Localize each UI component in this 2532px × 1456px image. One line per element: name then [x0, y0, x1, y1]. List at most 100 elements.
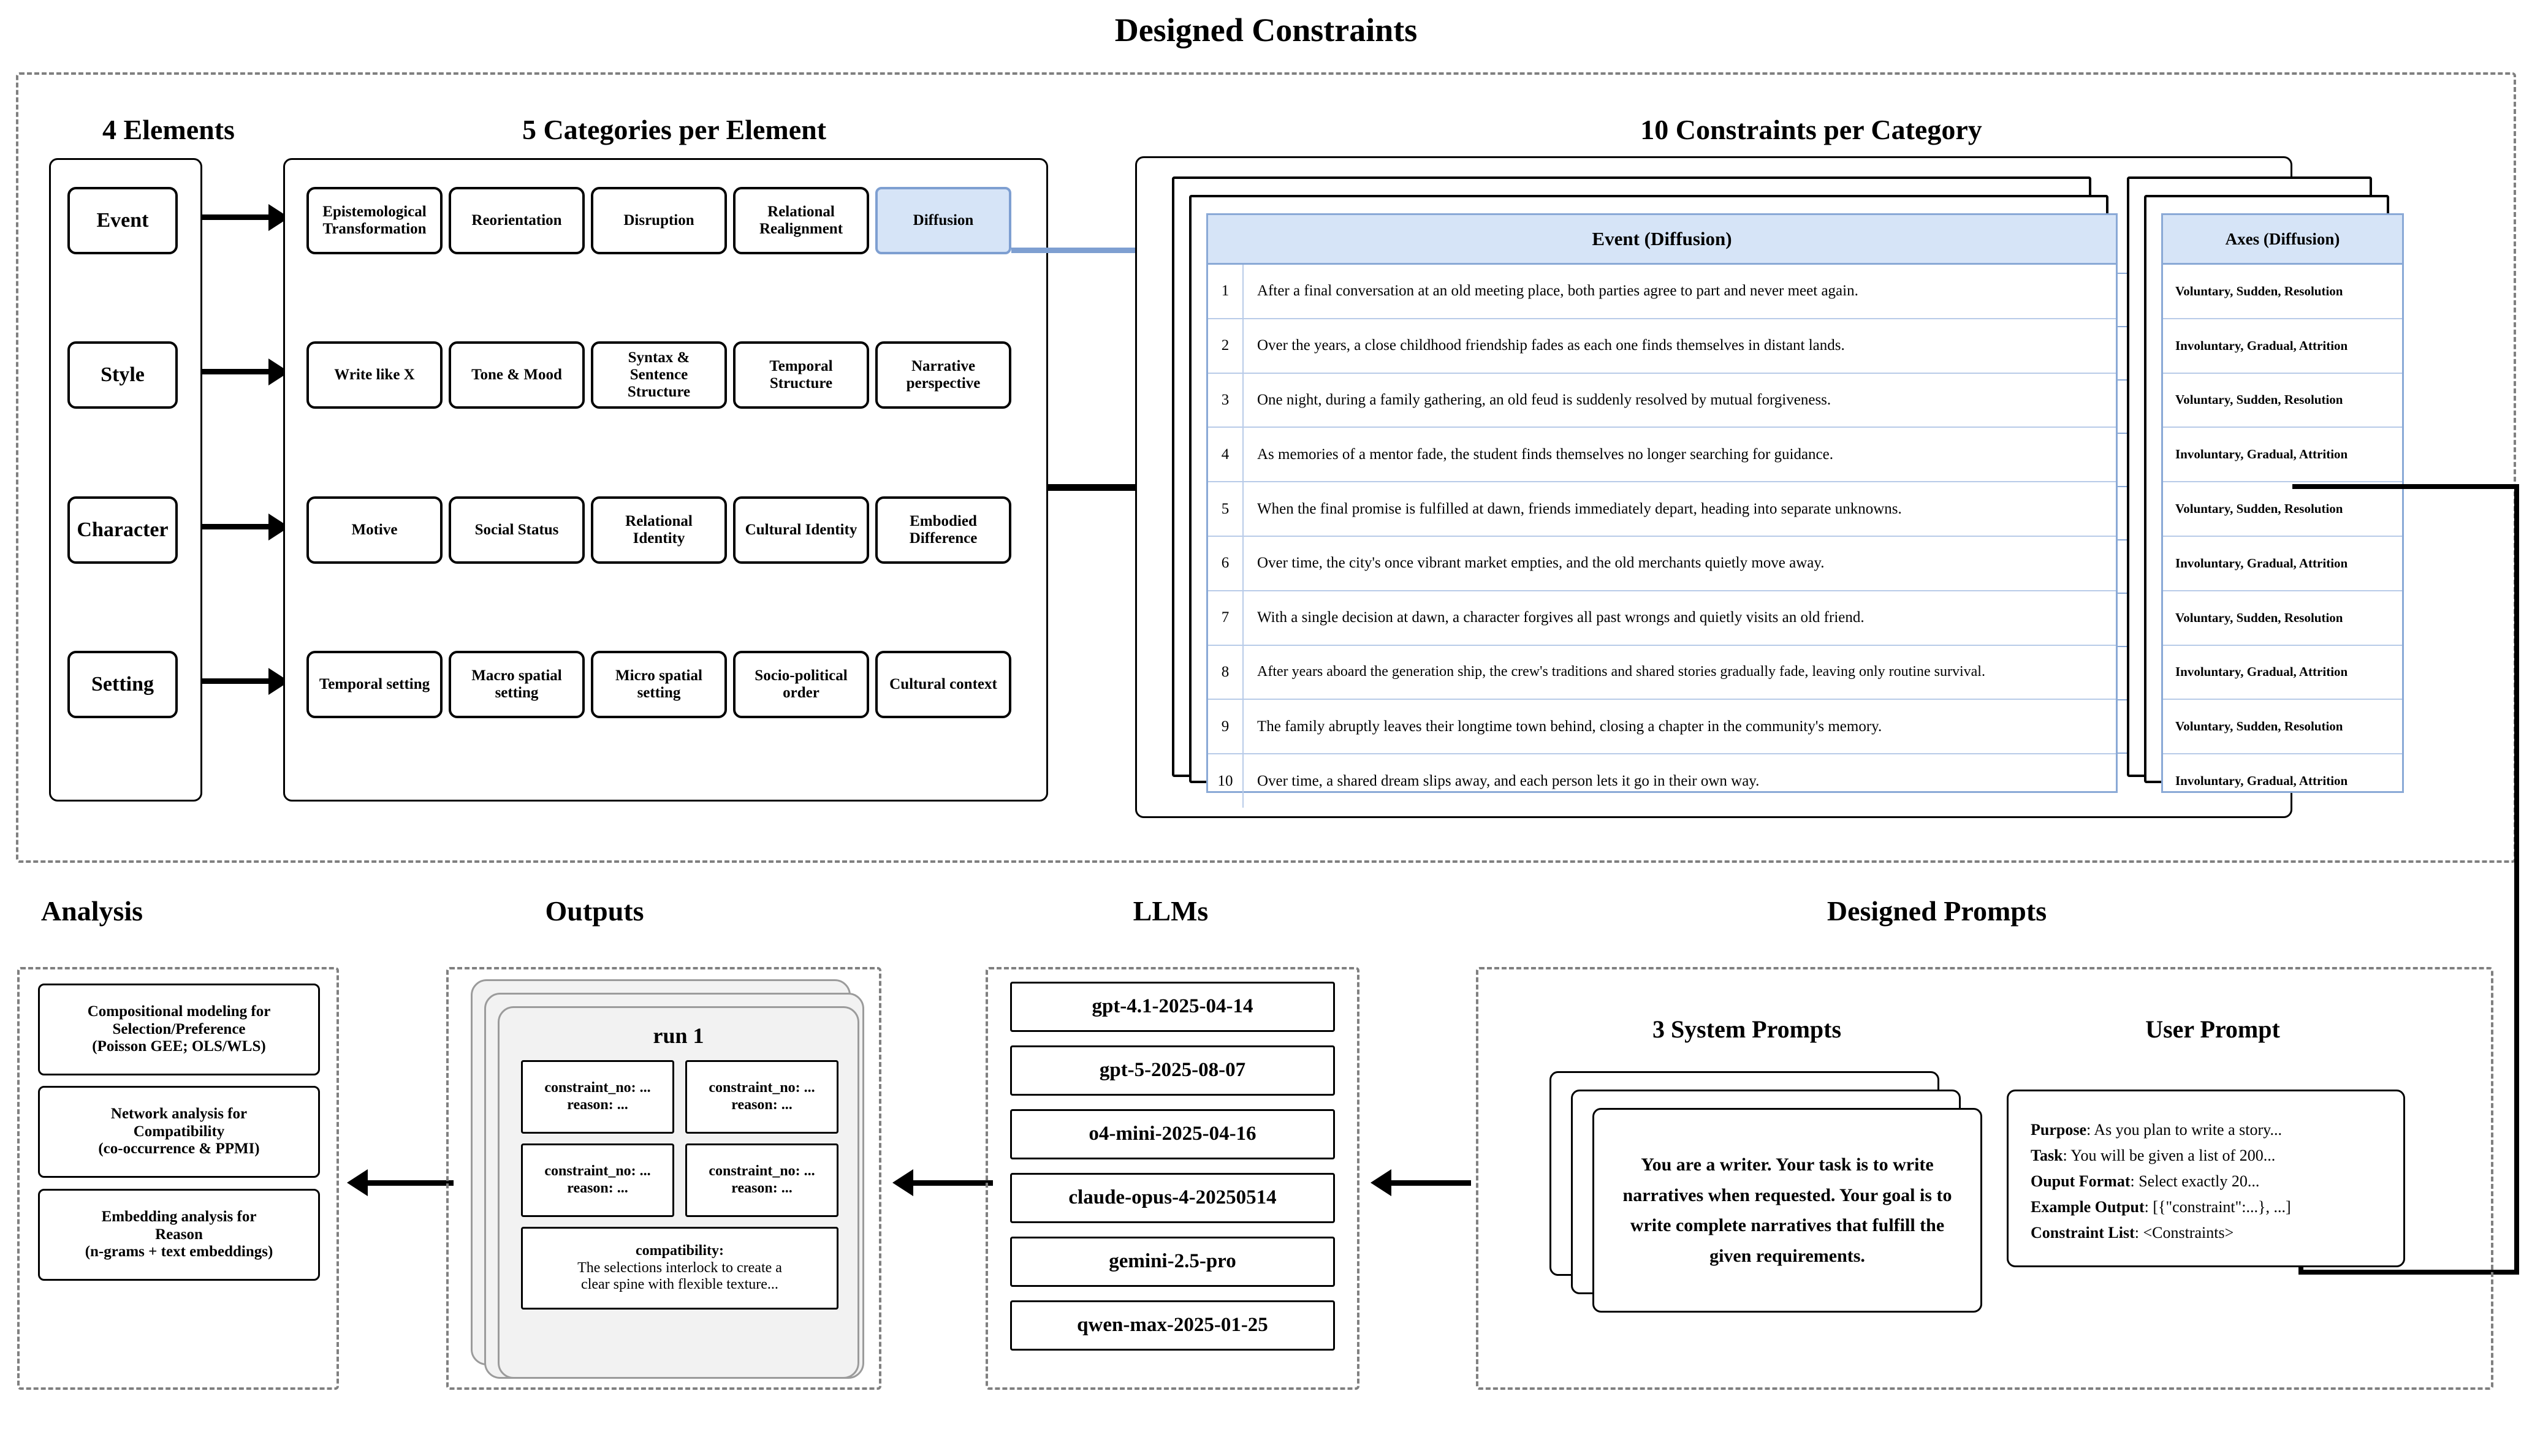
list-item[interactable]: Involuntary, Gradual, Attrition	[2163, 646, 2402, 700]
table-row[interactable]: 7 With a single decision at dawn, a char…	[1208, 591, 2116, 646]
category-box-cultural-identity[interactable]: Cultural Identity	[733, 496, 869, 564]
row-text: Over time, a shared dream slips away, an…	[1257, 772, 1760, 789]
user-prompt-line: Purpose: As you plan to write a story...	[2031, 1117, 2381, 1143]
list-item[interactable]: Involuntary, Gradual, Attrition	[2175, 773, 2348, 789]
constraint-no-label: constraint_no: ...	[544, 1163, 651, 1180]
element-box-character[interactable]: Character	[67, 496, 178, 564]
category-box-macro-spatial-setting[interactable]: Macro spatial setting	[449, 651, 585, 718]
compatibility-line: The selections interlock to create a	[577, 1259, 782, 1276]
feedback-loop-right	[2514, 484, 2519, 1275]
analysis-line: Compatibility	[133, 1123, 225, 1140]
table-row[interactable]: 6 Over time, the city's once vibrant mar…	[1208, 536, 2116, 591]
system-prompts-heading: 3 System Prompts	[1652, 1015, 1842, 1043]
table-row[interactable]: 8 After years aboard the generation ship…	[1208, 645, 2116, 700]
category-box-relational-realignment[interactable]: Relational Realignment	[733, 187, 869, 254]
reason-label: reason: ...	[731, 1097, 793, 1113]
system-prompt-card-front[interactable]: You are a writer. Your task is to write …	[1592, 1108, 1982, 1313]
element-box-event[interactable]: Event	[67, 187, 178, 254]
row-text: With a single decision at dawn, a charac…	[1257, 609, 1865, 626]
row-text: As memories of a mentor fade, the studen…	[1257, 446, 1834, 463]
category-box-motive[interactable]: Motive	[306, 496, 443, 564]
arrow-categories-to-constraints	[1048, 484, 1140, 491]
category-box-epistemological-transformation[interactable]: Epistemological Transformation	[306, 187, 443, 254]
element-box-setting[interactable]: Setting	[67, 651, 178, 718]
list-item[interactable]: Voluntary, Sudden, Resolution	[2163, 482, 2402, 537]
category-box-disruption[interactable]: Disruption	[591, 187, 727, 254]
run-label: run 1	[653, 1023, 704, 1048]
user-prompt-line: Constraint List: <Constraints>	[2031, 1220, 2381, 1246]
category-box-reorientation[interactable]: Reorientation	[449, 187, 585, 254]
category-box-cultural-context[interactable]: Cultural context	[875, 651, 1011, 718]
run-cell-3[interactable]: constraint_no: ... reason: ...	[521, 1143, 674, 1217]
category-box-tone-and-mood[interactable]: Tone & Mood	[449, 341, 585, 409]
category-box-embodied-difference[interactable]: Embodied Difference	[875, 496, 1011, 564]
table-row[interactable]: 10 Over time, a shared dream slips away,…	[1208, 754, 2116, 808]
reason-label: reason: ...	[731, 1180, 793, 1196]
user-prompt-label: Ouput Format	[2031, 1172, 2131, 1191]
category-box-syntax-sentence-structure[interactable]: Syntax & Sentence Structure	[591, 341, 727, 409]
row-number: 8	[1208, 645, 1244, 699]
category-box-diffusion[interactable]: Diffusion	[875, 187, 1011, 254]
llm-item-claude-opus-4[interactable]: claude-opus-4-20250514	[1010, 1173, 1335, 1223]
list-item[interactable]: Involuntary, Gradual, Attrition	[2163, 428, 2402, 483]
ten-constraints-heading: 10 Constraints per Category	[1640, 114, 1982, 145]
category-box-temporal-structure[interactable]: Temporal Structure	[733, 341, 869, 409]
analysis-box-embedding-analysis[interactable]: Embedding analysis for Reason (n-grams +…	[38, 1189, 320, 1281]
llm-item-gpt-4-1[interactable]: gpt-4.1-2025-04-14	[1010, 982, 1335, 1032]
table-row[interactable]: 4 As memories of a mentor fade, the stud…	[1208, 428, 2116, 483]
category-box-write-like-x[interactable]: Write like X	[306, 341, 443, 409]
analysis-line: Selection/Preference	[112, 1020, 246, 1037]
row-text: One night, during a family gathering, an…	[1257, 391, 1831, 408]
user-prompt-value: : As you plan to write a story...	[2086, 1121, 2282, 1139]
compatibility-cell[interactable]: compatibility: The selections interlock …	[521, 1227, 838, 1310]
user-prompt-box[interactable]: Purpose: As you plan to write a story...…	[2007, 1090, 2405, 1267]
analysis-box-network-analysis[interactable]: Network analysis for Compatibility (co-o…	[38, 1086, 320, 1178]
run-cell-1[interactable]: constraint_no: ... reason: ...	[521, 1060, 674, 1134]
category-box-socio-political-order[interactable]: Socio-political order	[733, 651, 869, 718]
user-prompt-label: Constraint List	[2031, 1224, 2135, 1242]
category-box-relational-identity[interactable]: Relational Identity	[591, 496, 727, 564]
arrow-setting-to-categories	[202, 678, 270, 684]
list-item[interactable]: Voluntary, Sudden, Resolution	[2163, 265, 2402, 319]
list-item[interactable]: Voluntary, Sudden, Resolution	[2163, 700, 2402, 755]
table-row[interactable]: 2 Over the years, a close childhood frie…	[1208, 319, 2116, 374]
analysis-box-compositional-modeling[interactable]: Compositional modeling for Selection/Pre…	[38, 984, 320, 1075]
arrow-prompts-to-llms	[1391, 1180, 1471, 1186]
list-item[interactable]: Voluntary, Sudden, Resolution	[2163, 374, 2402, 428]
llm-item-qwen-max[interactable]: qwen-max-2025-01-25	[1010, 1300, 1335, 1351]
llm-item-gpt-5[interactable]: gpt-5-2025-08-07	[1010, 1045, 1335, 1096]
element-box-style[interactable]: Style	[67, 341, 178, 409]
arrow-event-to-categories	[202, 214, 270, 220]
axes-table-body: Voluntary, Sudden, Resolution Involuntar…	[2163, 265, 2402, 808]
analysis-line: (co-occurrence & PPMI)	[98, 1140, 260, 1158]
reason-label: reason: ...	[567, 1097, 628, 1113]
llm-item-gemini-2-5-pro[interactable]: gemini-2.5-pro	[1010, 1237, 1335, 1287]
row-number: 4	[1208, 428, 1244, 482]
run-cell-2[interactable]: constraint_no: ... reason: ...	[685, 1060, 838, 1134]
list-item[interactable]: Involuntary, Gradual, Attrition	[2163, 537, 2402, 591]
category-box-micro-spatial-setting[interactable]: Micro spatial setting	[591, 651, 727, 718]
compatibility-line: clear spine with flexible texture...	[581, 1276, 778, 1293]
table-row[interactable]: 3 One night, during a family gathering, …	[1208, 373, 2116, 428]
table-row[interactable]: 5 When the final promise is fulfilled at…	[1208, 482, 2116, 537]
user-prompt-label: Purpose	[2031, 1121, 2086, 1139]
llm-item-o4-mini[interactable]: o4-mini-2025-04-16	[1010, 1109, 1335, 1159]
list-item[interactable]: Voluntary, Sudden, Resolution	[2163, 591, 2402, 646]
arrow-outputs-to-analysis	[368, 1180, 454, 1186]
event-table-header: Event (Diffusion)	[1208, 215, 2116, 265]
table-row[interactable]: 9 The family abruptly leaves their longt…	[1208, 700, 2116, 755]
category-box-narrative-perspective[interactable]: Narrative perspective	[875, 341, 1011, 409]
arrowhead-outputs-to-analysis	[347, 1169, 368, 1196]
four-elements-heading: 4 Elements	[102, 114, 235, 145]
analysis-line: Network analysis for	[110, 1105, 248, 1122]
analysis-line: Embedding analysis for	[101, 1208, 257, 1225]
category-box-social-status[interactable]: Social Status	[449, 496, 585, 564]
category-box-temporal-setting[interactable]: Temporal setting	[306, 651, 443, 718]
run-cell-4[interactable]: constraint_no: ... reason: ...	[685, 1143, 838, 1217]
row-number: 5	[1208, 482, 1244, 536]
user-prompt-line: Ouput Format: Select exactly 20...	[2031, 1169, 2381, 1194]
list-item[interactable]: Involuntary, Gradual, Attrition	[2163, 319, 2402, 374]
system-prompt-text: You are a writer. Your task is to write …	[1622, 1155, 1952, 1266]
table-row[interactable]: 1 After a final conversation at an old m…	[1208, 265, 2116, 319]
row-text: When the final promise is fulfilled at d…	[1257, 500, 1902, 517]
